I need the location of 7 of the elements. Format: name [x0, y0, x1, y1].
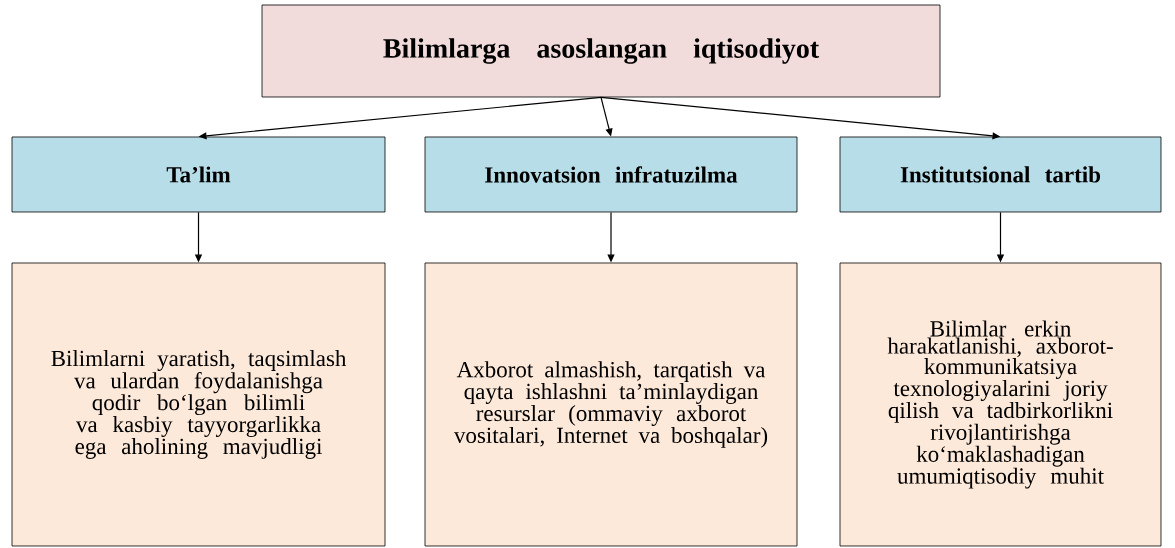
category-box: Institutsional tartib — [839, 136, 1162, 213]
title-box: Bilimlarga asoslangan iqtisodiyot — [261, 4, 941, 98]
description-box: Bilimlar erkin harakatlanishi, axborot-kommunikatsiya texnologiyalarini joriy qilish va tadbirkorlikni rivojlantirishga ko‘maklashadigan umumiqtisodiy muhit — [839, 262, 1162, 547]
category-box: Innovatsion infratuzilma — [424, 136, 798, 213]
description-box: Bilimlarni yaratish, taqsimlash va ulardan foydalanishga qodir bo‘lgan bilimli va kasbiy tayyorgarlikka ega aholining mavjudligi — [11, 262, 386, 547]
description-box: Axborot almashish, tarqatish va qayta ishlashni ta’minlaydigan resurslar (ommaviy axborot vositalari, Internet va boshqalar) — [424, 262, 798, 547]
category-box: Ta’lim — [11, 136, 386, 213]
